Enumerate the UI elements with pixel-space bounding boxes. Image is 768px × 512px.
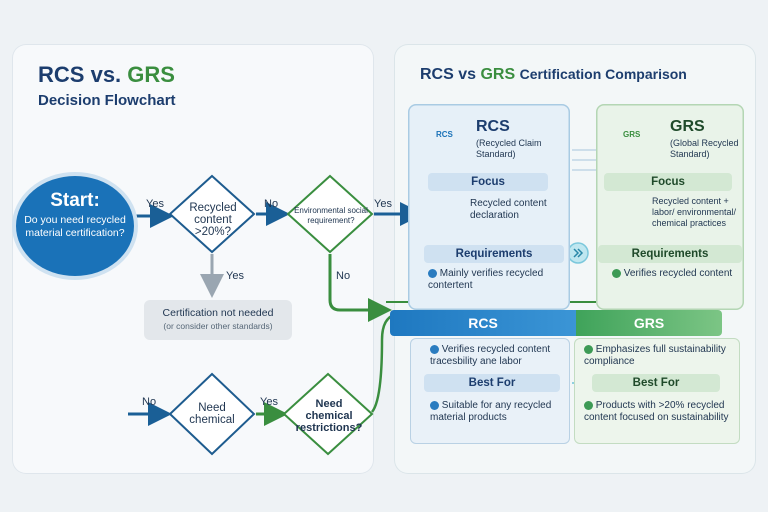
grs-req-row: Verifies recycled content — [612, 268, 736, 280]
label-no-bottom: No — [142, 396, 157, 408]
arrow-d4-bar — [370, 312, 399, 413]
grs-name: GRS — [670, 118, 705, 135]
not-needed-subtitle: (or consider other standards) — [163, 321, 273, 331]
check-icon — [584, 401, 593, 410]
label-yes-start: Yes — [146, 198, 164, 210]
grs-requirements-heading: Requirements — [598, 245, 742, 263]
start-question: Do you need recycled material certificat… — [24, 214, 126, 239]
grs-bottom-row: Emphasizes full sustainability complianc… — [584, 344, 734, 368]
rcs-name: RCS — [476, 118, 510, 135]
label-yes-d2: Yes — [374, 198, 392, 210]
grs-card — [596, 104, 744, 310]
grs-logo-text: GRS — [623, 130, 641, 139]
check-icon — [584, 345, 593, 354]
grs-focus-text: Recycled content + labor/ environmental/… — [652, 196, 737, 228]
rcs-logo-text: RCS — [436, 130, 453, 139]
certification-not-needed-box: Certification not needed (or consider ot… — [144, 300, 292, 340]
diamond-environmental — [286, 174, 374, 254]
d2-label: Environmental social requirement? — [294, 206, 368, 225]
rtitle-vs: vs — [458, 66, 477, 83]
d3-label: Need chemical — [189, 402, 235, 426]
rcs-requirements-heading: Requirements — [424, 245, 564, 263]
rcs-focus-text: Recycled content declaration — [470, 198, 547, 221]
label-no-d2: No — [336, 270, 351, 282]
grs-req-text: Verifies recycled content — [623, 268, 733, 279]
title-vs: vs. — [90, 62, 122, 87]
flowchart-subtitle: Decision Flowchart — [38, 92, 176, 109]
diamond-chemical-restrictions — [282, 372, 374, 456]
title-grs: GRS — [127, 62, 175, 87]
rcs-req-row: Mainly verifies recycled contertent — [428, 268, 564, 292]
chevron-right-icon — [573, 248, 584, 258]
label-yes-d1: Yes — [226, 270, 244, 282]
label-no-d1: No — [264, 198, 279, 210]
rcs-best-row: Suitable for any recycled material produ… — [430, 400, 564, 424]
grs-full-name: (Global Recycled Standard) — [670, 138, 739, 159]
grs-bottom-text: Emphasizes full sustainability complianc… — [584, 344, 726, 367]
check-icon — [430, 345, 439, 354]
start-title: Start: — [50, 190, 100, 211]
check-icon — [430, 401, 439, 410]
comparison-title: RCS vs GRS Certification Comparison — [420, 66, 687, 84]
rcs-focus-heading: Focus — [428, 173, 548, 191]
rcs-best-text: Suitable for any recycled material produ… — [430, 400, 552, 423]
d1-label: Recycled content >20%? — [189, 202, 237, 238]
grs-bar: GRS — [576, 310, 722, 336]
check-icon — [612, 269, 621, 278]
rcs-full-name: (Recycled Claim Standard) — [476, 138, 542, 159]
rtitle-grs: GRS — [480, 66, 516, 83]
rtitle-rest: Certification Comparison — [519, 66, 687, 82]
grs-focus-heading: Focus — [604, 173, 732, 191]
grs-best-text: Products with >20% recycled content focu… — [584, 400, 729, 423]
rcs-best-for-heading: Best For — [424, 374, 560, 392]
grs-best-for-heading: Best For — [592, 374, 720, 392]
grs-best-row: Products with >20% recycled content focu… — [584, 400, 734, 424]
rcs-bottom-row: Verifies recycled content tracesbility a… — [430, 344, 564, 368]
start-node: Start: Do you need recycled material cer… — [16, 176, 134, 276]
label-yes-d3: Yes — [260, 396, 278, 408]
check-icon — [428, 269, 437, 278]
diamond-recycled-content — [168, 174, 256, 254]
rcs-req-text: Mainly verifies recycled contertent — [428, 268, 544, 291]
title-rcs: RCS — [38, 62, 85, 87]
flowchart-title: RCS vs. GRS — [38, 62, 175, 88]
not-needed-title: Certification not needed — [162, 307, 274, 319]
arrow-d2-grs — [328, 254, 392, 322]
rcs-bottom-text: Verifies recycled content tracesbility a… — [430, 344, 551, 367]
rcs-bar: RCS — [390, 310, 576, 336]
rtitle-rcs: RCS — [420, 66, 454, 83]
diamond-need-chemical — [168, 372, 256, 456]
d4-label: Need chemical restrictions? — [295, 398, 363, 434]
